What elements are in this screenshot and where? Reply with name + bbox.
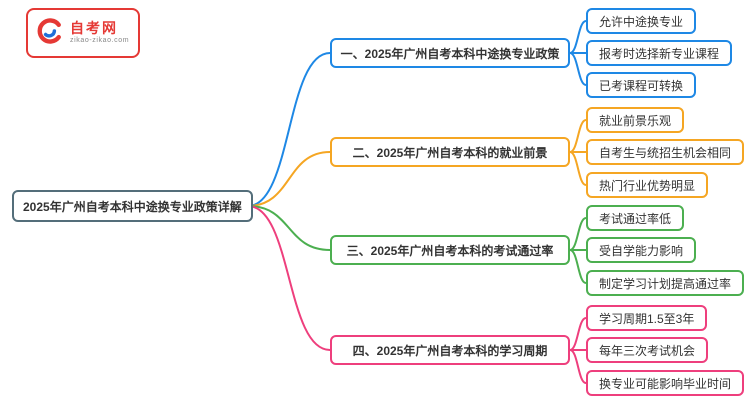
branch-node-3: 三、2025年广州自考本科的考试通过率 — [330, 235, 570, 265]
branch-node-4: 四、2025年广州自考本科的学习周期 — [330, 335, 570, 365]
logo-subtitle: zikao-zikao.com — [70, 37, 130, 45]
logo-title: 自考网 — [70, 20, 118, 37]
zikao-logo-icon — [36, 17, 64, 50]
leaf-node: 换专业可能影响毕业时间 — [586, 370, 745, 396]
connector-root-branch2 — [247, 151, 331, 207]
connector-branch4-leaf1 — [569, 317, 587, 351]
connector-branch3-leaf1 — [569, 217, 587, 251]
leaf-node: 自考生与统招生机会相同 — [586, 139, 745, 165]
leaf-node: 就业前景乐观 — [586, 107, 685, 133]
connector-root-branch3 — [247, 205, 331, 251]
connector-branch2-leaf1 — [569, 119, 587, 153]
branch-node-1: 一、2025年广州自考本科中途换专业政策 — [330, 38, 570, 68]
connector-branch3-leaf3 — [569, 249, 587, 284]
leaf-node: 制定学习计划提高通过率 — [586, 270, 745, 296]
leaf-node: 每年三次考试机会 — [586, 337, 709, 363]
connector-branch1-leaf3 — [569, 52, 587, 86]
leaf-node: 已考课程可转换 — [586, 72, 697, 98]
connector-branch1-leaf1 — [569, 20, 587, 54]
leaf-node: 允许中途换专业 — [586, 8, 697, 34]
connector-root-branch4 — [247, 205, 331, 351]
logo[interactable]: 自考网 zikao-zikao.com — [26, 8, 140, 58]
connector-branch4-leaf3 — [569, 349, 587, 384]
leaf-node: 考试通过率低 — [586, 205, 685, 231]
logo-text: 自考网 zikao-zikao.com — [70, 20, 129, 45]
connector-branch2-leaf3 — [569, 151, 587, 186]
leaf-node: 报考时选择新专业课程 — [586, 40, 733, 66]
leaf-node: 受自学能力影响 — [586, 237, 697, 263]
root-node: 2025年广州自考本科中途换专业政策详解 — [12, 190, 253, 222]
connector-root-branch1 — [247, 52, 331, 207]
leaf-node: 学习周期1.5至3年 — [586, 305, 708, 331]
leaf-node: 热门行业优势明显 — [586, 172, 709, 198]
branch-node-2: 二、2025年广州自考本科的就业前景 — [330, 137, 570, 167]
